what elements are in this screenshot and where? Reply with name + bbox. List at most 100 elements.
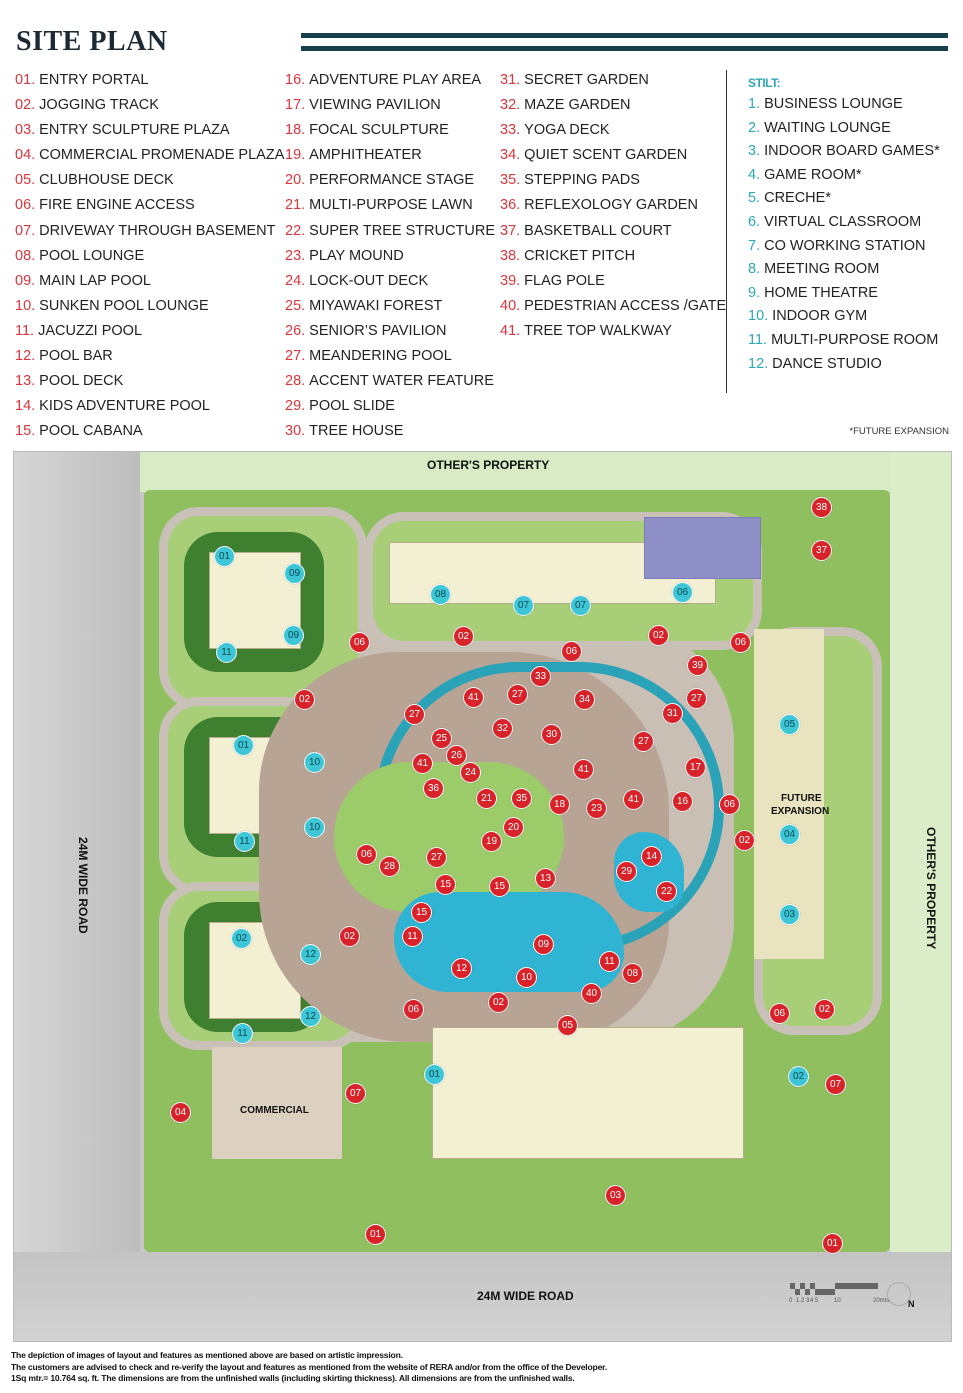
legend-item-label: SUPER TREE STRUCTURE (309, 222, 496, 239)
legend-item: 29.POOL SLIDE (285, 396, 495, 421)
amenity-marker: 11 (402, 926, 423, 947)
amenity-marker: 09 (533, 934, 554, 955)
amenity-marker: 27 (633, 731, 654, 752)
legend-item-number: 38. (500, 247, 521, 264)
legend-item: 40.PEDESTRIAN ACCESS /GATE (500, 296, 726, 321)
stilt-marker: 02 (788, 1066, 809, 1087)
amenity-marker: 14 (641, 846, 662, 867)
site-plan-map: OTHER'S PROPERTY OTHER'S PROPERTY 24M WI… (13, 451, 952, 1342)
amenity-marker: 07 (825, 1074, 846, 1095)
amenity-marker: 15 (489, 876, 510, 897)
legend-divider (726, 70, 727, 393)
amenity-marker: 01 (822, 1233, 843, 1254)
legend-item: 23.PLAY MOUND (285, 246, 495, 271)
legend-item-number: 24. (285, 272, 306, 289)
legend-item: 41.TREE TOP WALKWAY (500, 321, 726, 346)
stilt-item-number: 11. (748, 331, 768, 348)
legend-item-number: 07. (15, 222, 36, 239)
amenity-marker: 35 (511, 788, 532, 809)
legend-item: 03.ENTRY SCULPTURE PLAZA (15, 120, 284, 145)
legend-item-number: 40. (500, 297, 521, 314)
amenity-marker: 12 (451, 958, 472, 979)
stilt-item-number: 12. (748, 355, 769, 372)
legend-item-number: 09. (15, 272, 36, 289)
legend-item-label: VIEWING PAVILION (309, 97, 441, 114)
amenity-marker: 36 (423, 778, 444, 799)
amenity-marker: 10 (516, 967, 537, 988)
legend-item-label: CLUBHOUSE DECK (39, 172, 174, 189)
stilt-item: 1.BUSINESS LOUNGE (748, 94, 940, 118)
legend-item-number: 11. (15, 322, 35, 339)
basketball-court (644, 517, 761, 579)
stilt-item-label: DANCE STUDIO (772, 355, 882, 372)
stilt-item-number: 1. (748, 96, 761, 112)
amenity-marker: 39 (687, 655, 708, 676)
amenity-marker: 07 (345, 1083, 366, 1104)
stilt-item: 6.VIRTUAL CLASSROOM (748, 212, 940, 236)
legend-item-label: MAZE GARDEN (524, 97, 631, 114)
legend-item: 07.DRIVEWAY THROUGH BASEMENT (15, 221, 284, 246)
stilt-item-number: 8. (748, 261, 761, 278)
stilt-marker: 08 (430, 584, 451, 605)
stilt-marker: 01 (233, 735, 254, 756)
stilt-heading: STILT: (748, 76, 781, 90)
legend-item: 38.CRICKET PITCH (500, 246, 726, 271)
legend-item: 28.ACCENT WATER FEATURE (285, 371, 495, 396)
legend-item-label: TREE TOP WALKWAY (524, 322, 672, 339)
legend-item-label: POOL LOUNGE (39, 247, 145, 264)
bottom-road-label: 24M WIDE ROAD (477, 1289, 574, 1303)
legend-item-number: 41. (500, 322, 521, 339)
legend-item: 21.MULTI-PURPOSE LAWN (285, 195, 495, 220)
legend-item: 08.POOL LOUNGE (15, 246, 284, 271)
legend-item-number: 36. (500, 197, 521, 214)
north-label: N (908, 1299, 915, 1309)
legend-item: 30.TREE HOUSE (285, 421, 495, 446)
legend-item-number: 37. (500, 222, 521, 239)
legend-item-label: BASKETBALL COURT (524, 222, 672, 239)
legend-item: 31.SECRET GARDEN (500, 70, 726, 95)
stilt-marker: 04 (779, 824, 800, 845)
legend-item-number: 02. (15, 97, 36, 114)
legend-item-number: 17. (285, 97, 306, 114)
legend-item-label: YOGA DECK (524, 122, 610, 139)
legend-item-label: TREE HOUSE (309, 423, 404, 440)
legend-item: 27.MEANDERING POOL (285, 346, 495, 371)
amenity-marker: 24 (460, 762, 481, 783)
header-rule-bottom (301, 46, 948, 51)
amenity-marker: 16 (672, 791, 693, 812)
legend-item: 35.STEPPING PADS (500, 170, 726, 195)
scale-tick-10: 10 (834, 1298, 841, 1304)
amenity-marker: 27 (686, 688, 707, 709)
stilt-marker: 12 (300, 944, 321, 965)
amenity-marker: 01 (365, 1224, 386, 1245)
stilt-marker: 10 (304, 752, 325, 773)
legend-item-label: PEDESTRIAN ACCESS /GATE (524, 297, 727, 314)
stilt-marker: 11 (234, 831, 255, 852)
legend-item-label: PLAY MOUND (309, 247, 404, 264)
legend-item-number: 10. (15, 297, 36, 314)
legend-item-number: 13. (15, 373, 36, 390)
stilt-item: 5.CRECHE* (748, 188, 940, 212)
scale-tick-20: 20mts (873, 1298, 890, 1304)
legend-item: 13.POOL DECK (15, 371, 284, 396)
amenity-marker: 06 (730, 632, 751, 653)
legend-item-label: POOL DECK (39, 373, 124, 390)
legend-item: 24.LOCK-OUT DECK (285, 271, 495, 296)
amenity-marker: 02 (294, 689, 315, 710)
stilt-item: 10.INDOOR GYM (748, 306, 940, 330)
legend-item-number: 01. (15, 72, 36, 88)
stilt-item-number: 4. (748, 166, 761, 183)
legend-item-label: FOCAL SCULPTURE (309, 122, 449, 139)
north-arrow-icon (887, 1282, 911, 1306)
legend-item: 36.REFLEXOLOGY GARDEN (500, 195, 726, 220)
top-neighbor-property (140, 452, 951, 492)
disclaimer-line-2: The customers are advised to check and r… (11, 1361, 608, 1372)
stilt-item: 8.MEETING ROOM (748, 259, 940, 283)
disclaimer: The depiction of images of layout and fe… (11, 1350, 607, 1385)
disclaimer-line-3: 1Sq mtr.= 10.764 sq. ft. The dimensions … (11, 1373, 575, 1383)
amenity-marker: 41 (573, 759, 594, 780)
amenity-marker: 23 (586, 798, 607, 819)
legend-item-label: QUIET SCENT GARDEN (524, 147, 688, 164)
stilt-marker: 02 (231, 928, 252, 949)
